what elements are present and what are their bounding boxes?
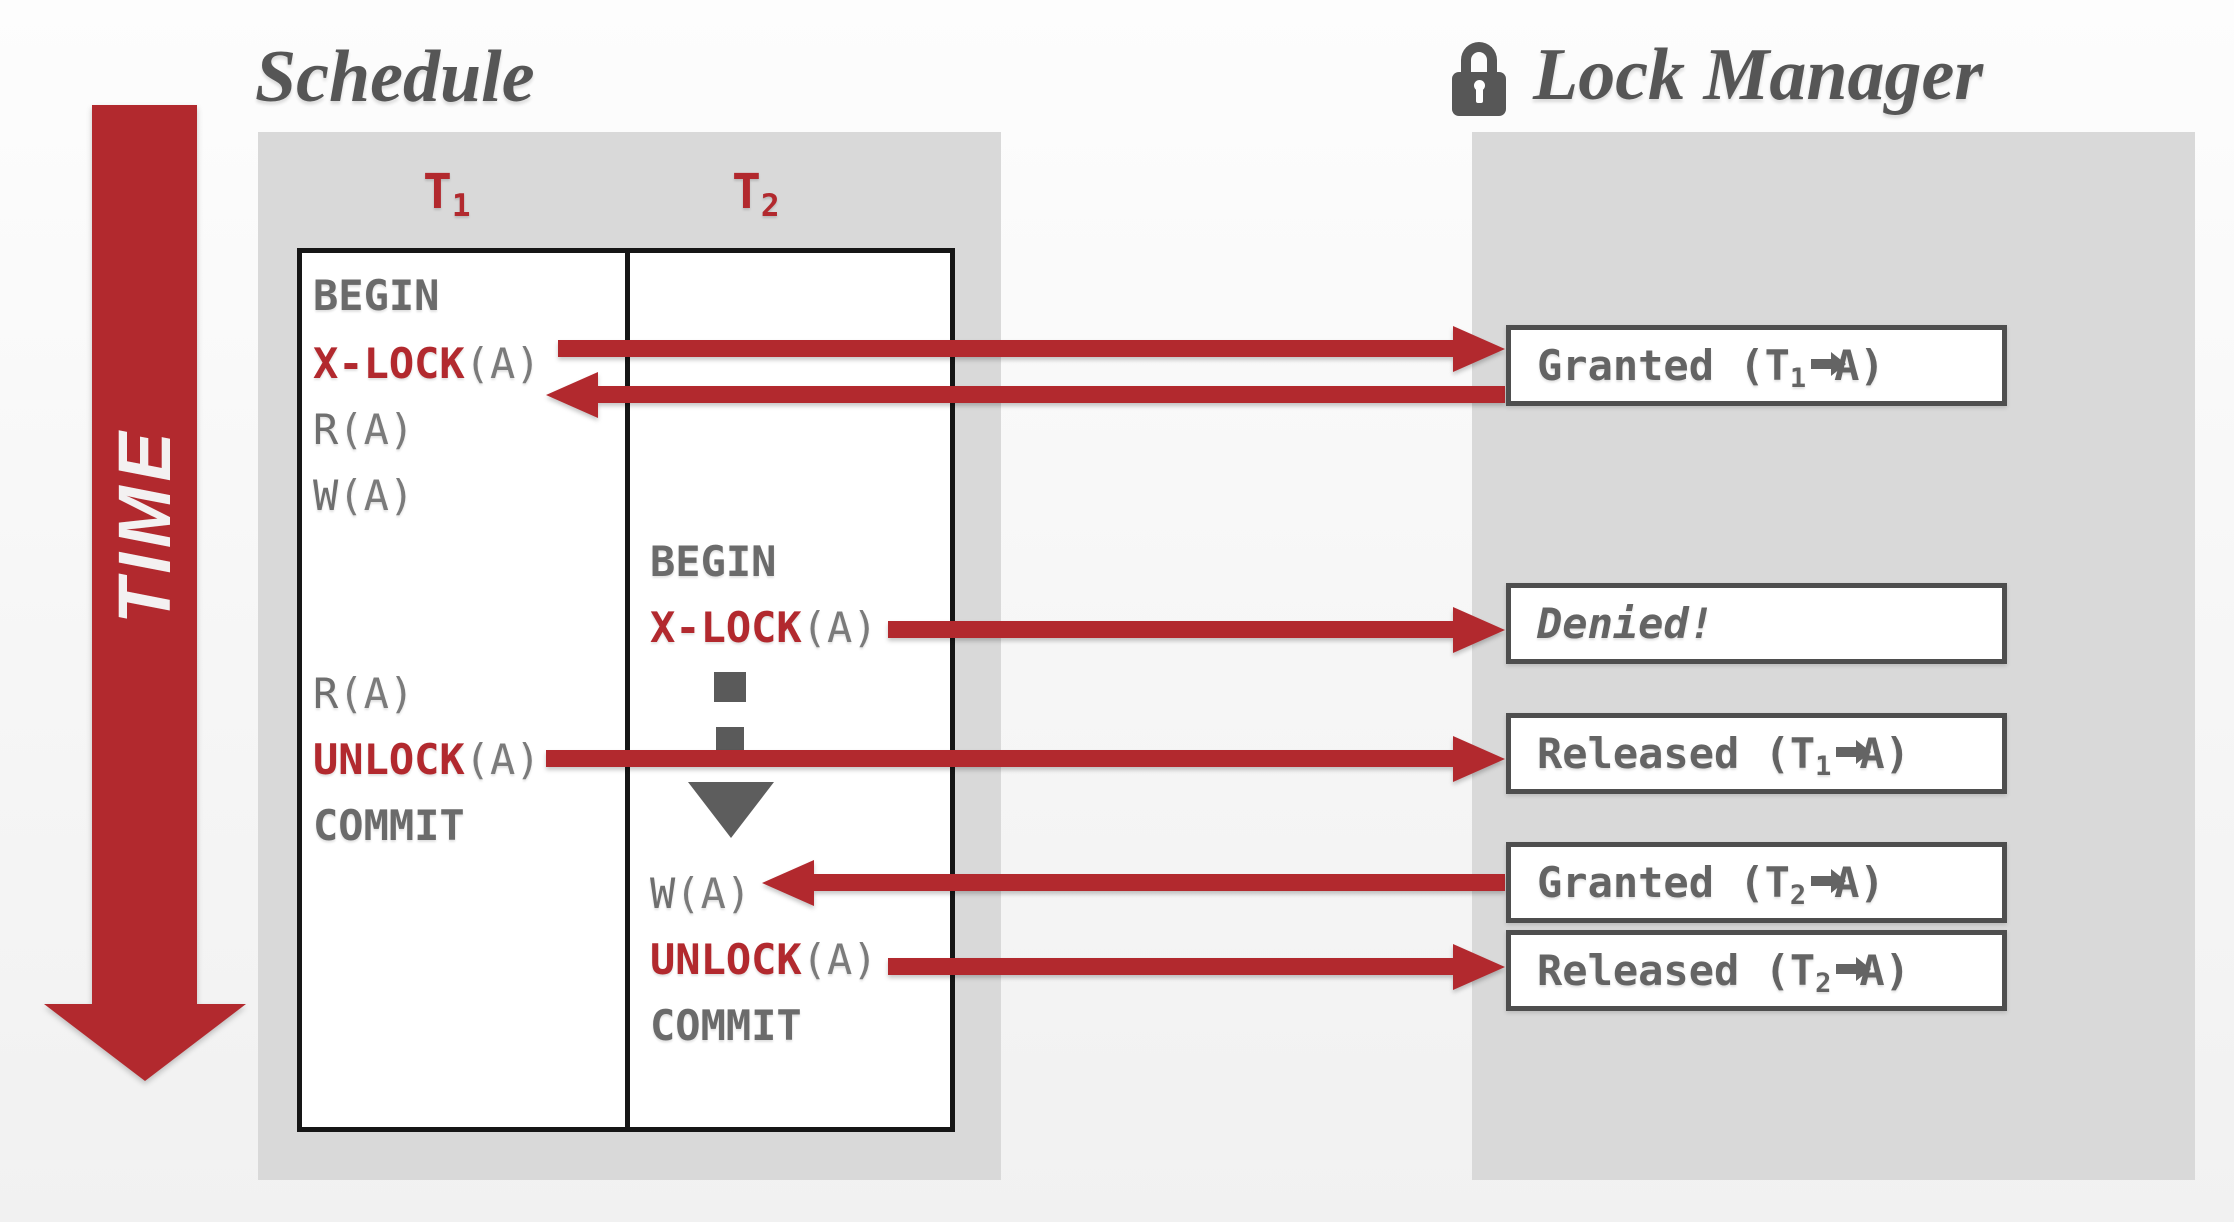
lock-icon-body bbox=[1452, 72, 1506, 116]
t1-base: T bbox=[423, 164, 452, 220]
column-header-t1: T 1 bbox=[423, 164, 471, 224]
time-arrowhead-icon bbox=[44, 1004, 246, 1081]
arrow-right-icon bbox=[1836, 963, 1857, 974]
arrow-t2-granted-response bbox=[814, 874, 1505, 891]
t1-op-read-2: R(A) bbox=[313, 669, 415, 718]
arrow-right-icon bbox=[1836, 746, 1857, 757]
waiting-dot-icon bbox=[714, 672, 746, 702]
arrow-t1-unlock-request bbox=[546, 750, 1453, 767]
lock-manager-title: Lock Manager bbox=[1533, 34, 1984, 116]
arrow-right-icon bbox=[1811, 358, 1832, 369]
waiting-arrowhead-icon bbox=[688, 782, 774, 838]
schedule-column-divider bbox=[625, 248, 630, 1132]
t1-subscript: 1 bbox=[451, 188, 471, 224]
t1-op-xlock: X-LOCK(A) bbox=[313, 339, 541, 388]
t2-op-begin: BEGIN bbox=[650, 537, 777, 586]
arrow-t1-granted-response bbox=[598, 386, 1505, 403]
t2-op-xlock: X-LOCK(A) bbox=[650, 603, 878, 652]
column-header-t2: T 2 bbox=[732, 164, 780, 224]
t1-op-commit: COMMIT bbox=[313, 801, 465, 850]
lock-keyhole-stem bbox=[1476, 87, 1483, 103]
t2-base: T bbox=[732, 164, 761, 220]
arrow-right-icon bbox=[1811, 875, 1832, 886]
t2-op-commit: COMMIT bbox=[650, 1001, 802, 1050]
arrow-t1-xlock-request bbox=[558, 340, 1453, 357]
arrow-t2-xlock-request bbox=[888, 621, 1453, 638]
t1-op-unlock: UNLOCK(A) bbox=[313, 735, 541, 784]
t2-subscript: 2 bbox=[760, 188, 780, 224]
schedule-title: Schedule bbox=[255, 36, 535, 118]
lock-icon bbox=[1461, 42, 1497, 86]
t2-op-unlock: UNLOCK(A) bbox=[650, 935, 878, 984]
lock-keyhole-icon bbox=[1474, 80, 1485, 91]
waiting-dot-icon bbox=[716, 727, 744, 753]
t1-op-begin: BEGIN bbox=[313, 271, 440, 320]
lock-manager-box-denied: Denied! bbox=[1506, 583, 2007, 664]
arrow-t2-unlock-request bbox=[888, 958, 1453, 975]
t1-op-write: W(A) bbox=[313, 471, 415, 520]
t1-op-read: R(A) bbox=[313, 405, 415, 454]
time-label: TIME bbox=[103, 426, 187, 624]
time-arrow-shaft: TIME bbox=[92, 105, 197, 1005]
t2-op-write: W(A) bbox=[650, 869, 752, 918]
